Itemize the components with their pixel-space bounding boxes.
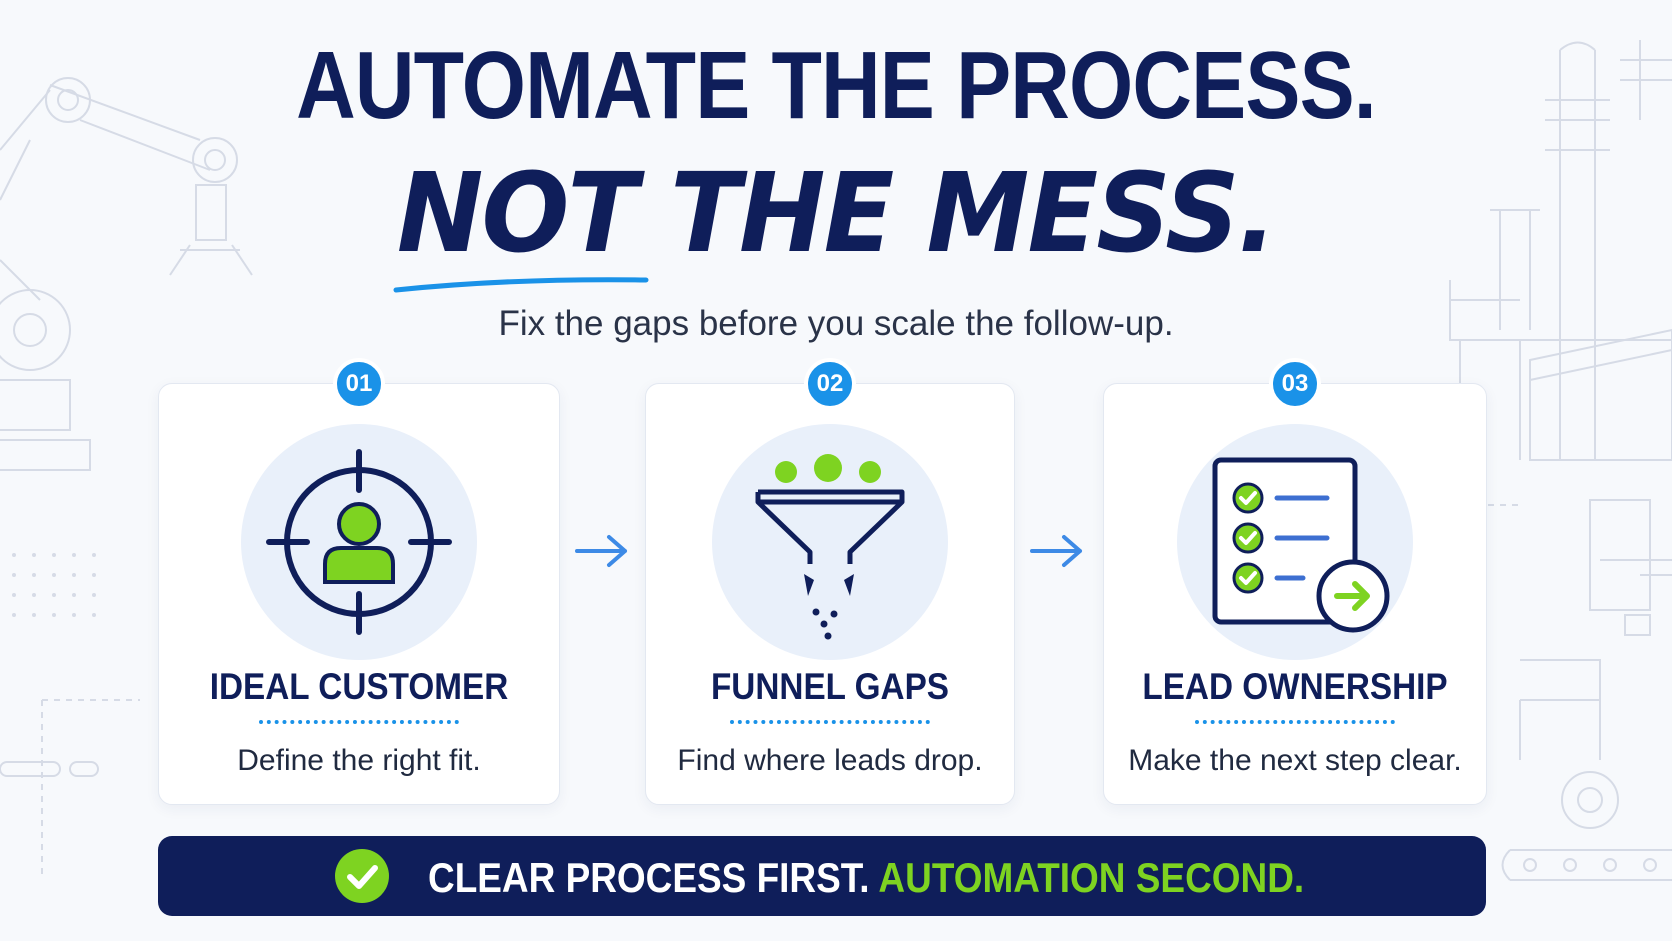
step-number-badge: 03 <box>1269 358 1321 410</box>
arrow-right-icon <box>1030 535 1082 567</box>
check-circle-icon <box>335 849 389 903</box>
leaky-funnel-icon <box>755 454 905 640</box>
headline-line-1: AUTOMATE THE PROCESS. <box>296 32 1377 139</box>
step-number-badge: 02 <box>804 358 856 410</box>
arrow-right-icon <box>575 535 627 567</box>
bottom-banner: CLEAR PROCESS FIRST. AUTOMATION SECOND. <box>158 836 1486 916</box>
step-description: Define the right fit. <box>237 744 481 777</box>
step-card-1: 01 IDEAL CUSTOMER Define the right fit. <box>158 358 560 805</box>
step-description: Make the next step clear. <box>1128 744 1462 777</box>
dotted-divider <box>1195 720 1395 724</box>
target-person-icon <box>266 449 452 635</box>
subtitle: Fix the gaps before you scale the follow… <box>498 304 1174 343</box>
step-description: Find where leads drop. <box>677 744 983 777</box>
dotted-divider <box>259 720 459 724</box>
step-title: IDEAL CUSTOMER <box>209 666 509 707</box>
step-card-2: 02 FUNNEL GAPS Find where leads drop. <box>645 358 1015 805</box>
banner-text-part2: AUTOMATION SECOND. <box>878 854 1305 901</box>
step-title: FUNNEL GAPS <box>710 666 950 707</box>
step-card-3: 03 LEAD OWNERSHIP Make the next step cle… <box>1103 358 1487 805</box>
banner-text-part1: CLEAR PROCESS FIRST. <box>428 854 870 901</box>
banner-text: CLEAR PROCESS FIRST. AUTOMATION SECOND. <box>428 854 1304 902</box>
dotted-divider <box>730 720 930 724</box>
checklist-arrow-icon <box>1212 457 1390 633</box>
step-number-badge: 01 <box>333 358 385 410</box>
headline-line-2: NOT THE MESS. <box>396 149 1277 277</box>
headline-underline <box>393 277 649 293</box>
step-title: LEAD OWNERSHIP <box>1142 666 1448 707</box>
